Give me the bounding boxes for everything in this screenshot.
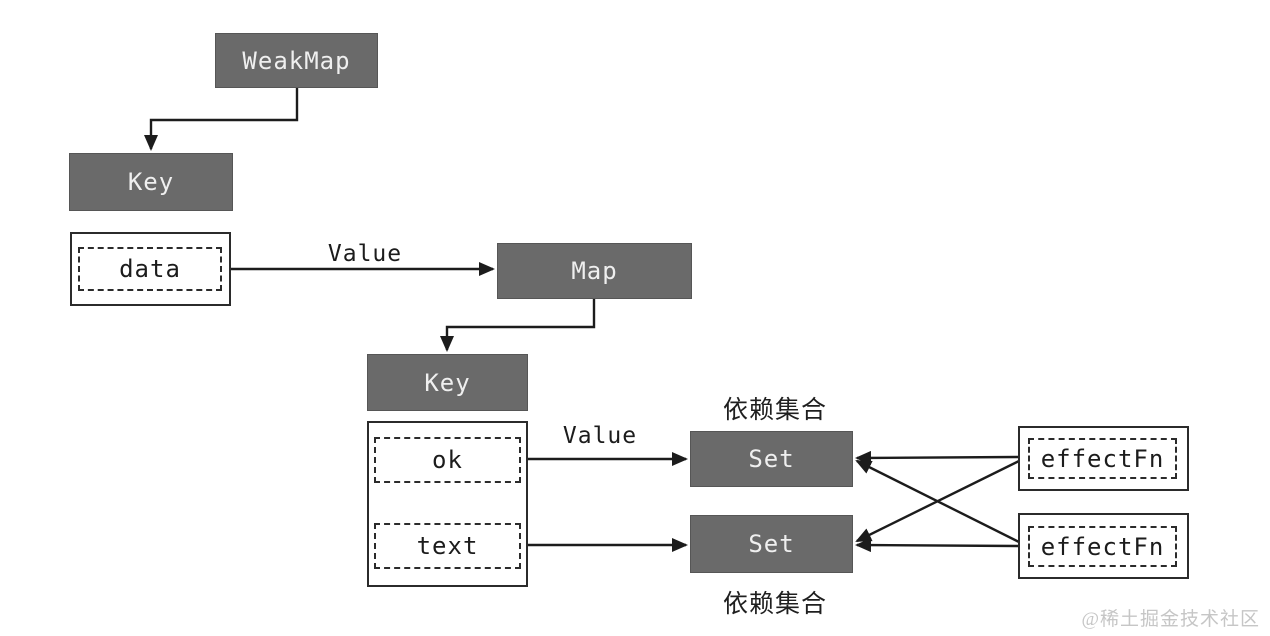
effectfn-frame-bottom: effectFn [1018, 513, 1189, 579]
set-node-bottom: Set [690, 515, 853, 573]
edge-effectfn-bottom-to-set-top [855, 459, 1020, 544]
value-label-to-set: Value [562, 423, 638, 449]
data-frame: data [70, 232, 231, 306]
ok-item: ok [374, 437, 521, 483]
effectfn-item-bottom: effectFn [1028, 526, 1177, 567]
edge-effectfn-top-to-set-top [855, 450, 1019, 465]
edge-map-to-key [440, 299, 596, 352]
watermark: @稀土掘金技术社区 [1081, 609, 1260, 630]
edge-effectfn-bottom-to-set-bottom [855, 538, 1019, 553]
value-label-to-map: Value [327, 241, 403, 267]
deps-annotation-bottom: 依赖集合 [722, 590, 827, 618]
key-node-outer: Key [69, 153, 233, 211]
data-item: data [78, 247, 222, 291]
edge-weakmap-to-key [144, 88, 299, 151]
set-node-top: Set [690, 431, 853, 487]
key-node-inner: Key [367, 354, 528, 411]
text-item: text [374, 523, 521, 569]
effectfn-item-top: effectFn [1028, 438, 1177, 479]
map-node: Map [497, 243, 692, 299]
deps-annotation-top: 依赖集合 [722, 396, 827, 424]
effectfn-frame-top: effectFn [1018, 426, 1189, 491]
weakmap-node: WeakMap [215, 33, 378, 88]
key-values-frame: ok text [367, 421, 528, 587]
